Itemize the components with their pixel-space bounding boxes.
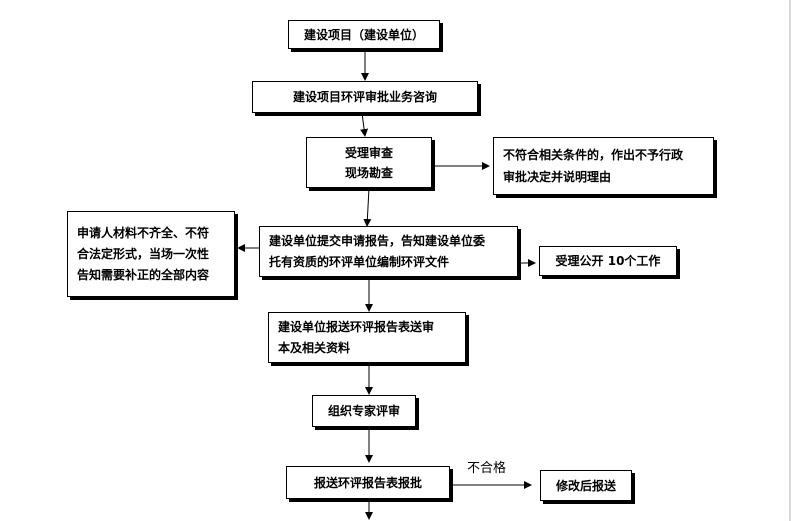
- label-unqualified: 不合格: [467, 461, 507, 476]
- node-reject-notice: 不符合相关条件的，作出不予行政 审批决定并说明理由: [493, 137, 714, 195]
- node-incomplete-notice: 申请人材料不齐全、不符 合法定形式，当场一次性 告知需要补正的全部内容: [67, 211, 235, 297]
- node-submit-application: 建设单位提交申请报告，告知建设单位委 托有资质的环评单位编制环评文件: [259, 226, 518, 277]
- node-consult: 建设项目环评审批业务咨询: [252, 81, 478, 113]
- node-submit-approval: 报送环评报告表报批: [286, 466, 450, 499]
- node-publicity: 受理公开 10个工作: [539, 246, 677, 276]
- window-edge: [789, 0, 791, 521]
- node-expert-review: 组织专家评审: [312, 395, 416, 427]
- arrow-consult-to-accept: [360, 112, 369, 137]
- node-resubmit: 修改后报送: [540, 470, 632, 501]
- node-submit-report: 建设单位报送环评报告表送审 本及相关资料: [268, 312, 466, 363]
- arrow-accept-to-application: [363, 187, 372, 227]
- node-project: 建设项目（建设单位）: [288, 20, 440, 49]
- node-accept-review: 受理审查 现场勘查: [306, 137, 432, 188]
